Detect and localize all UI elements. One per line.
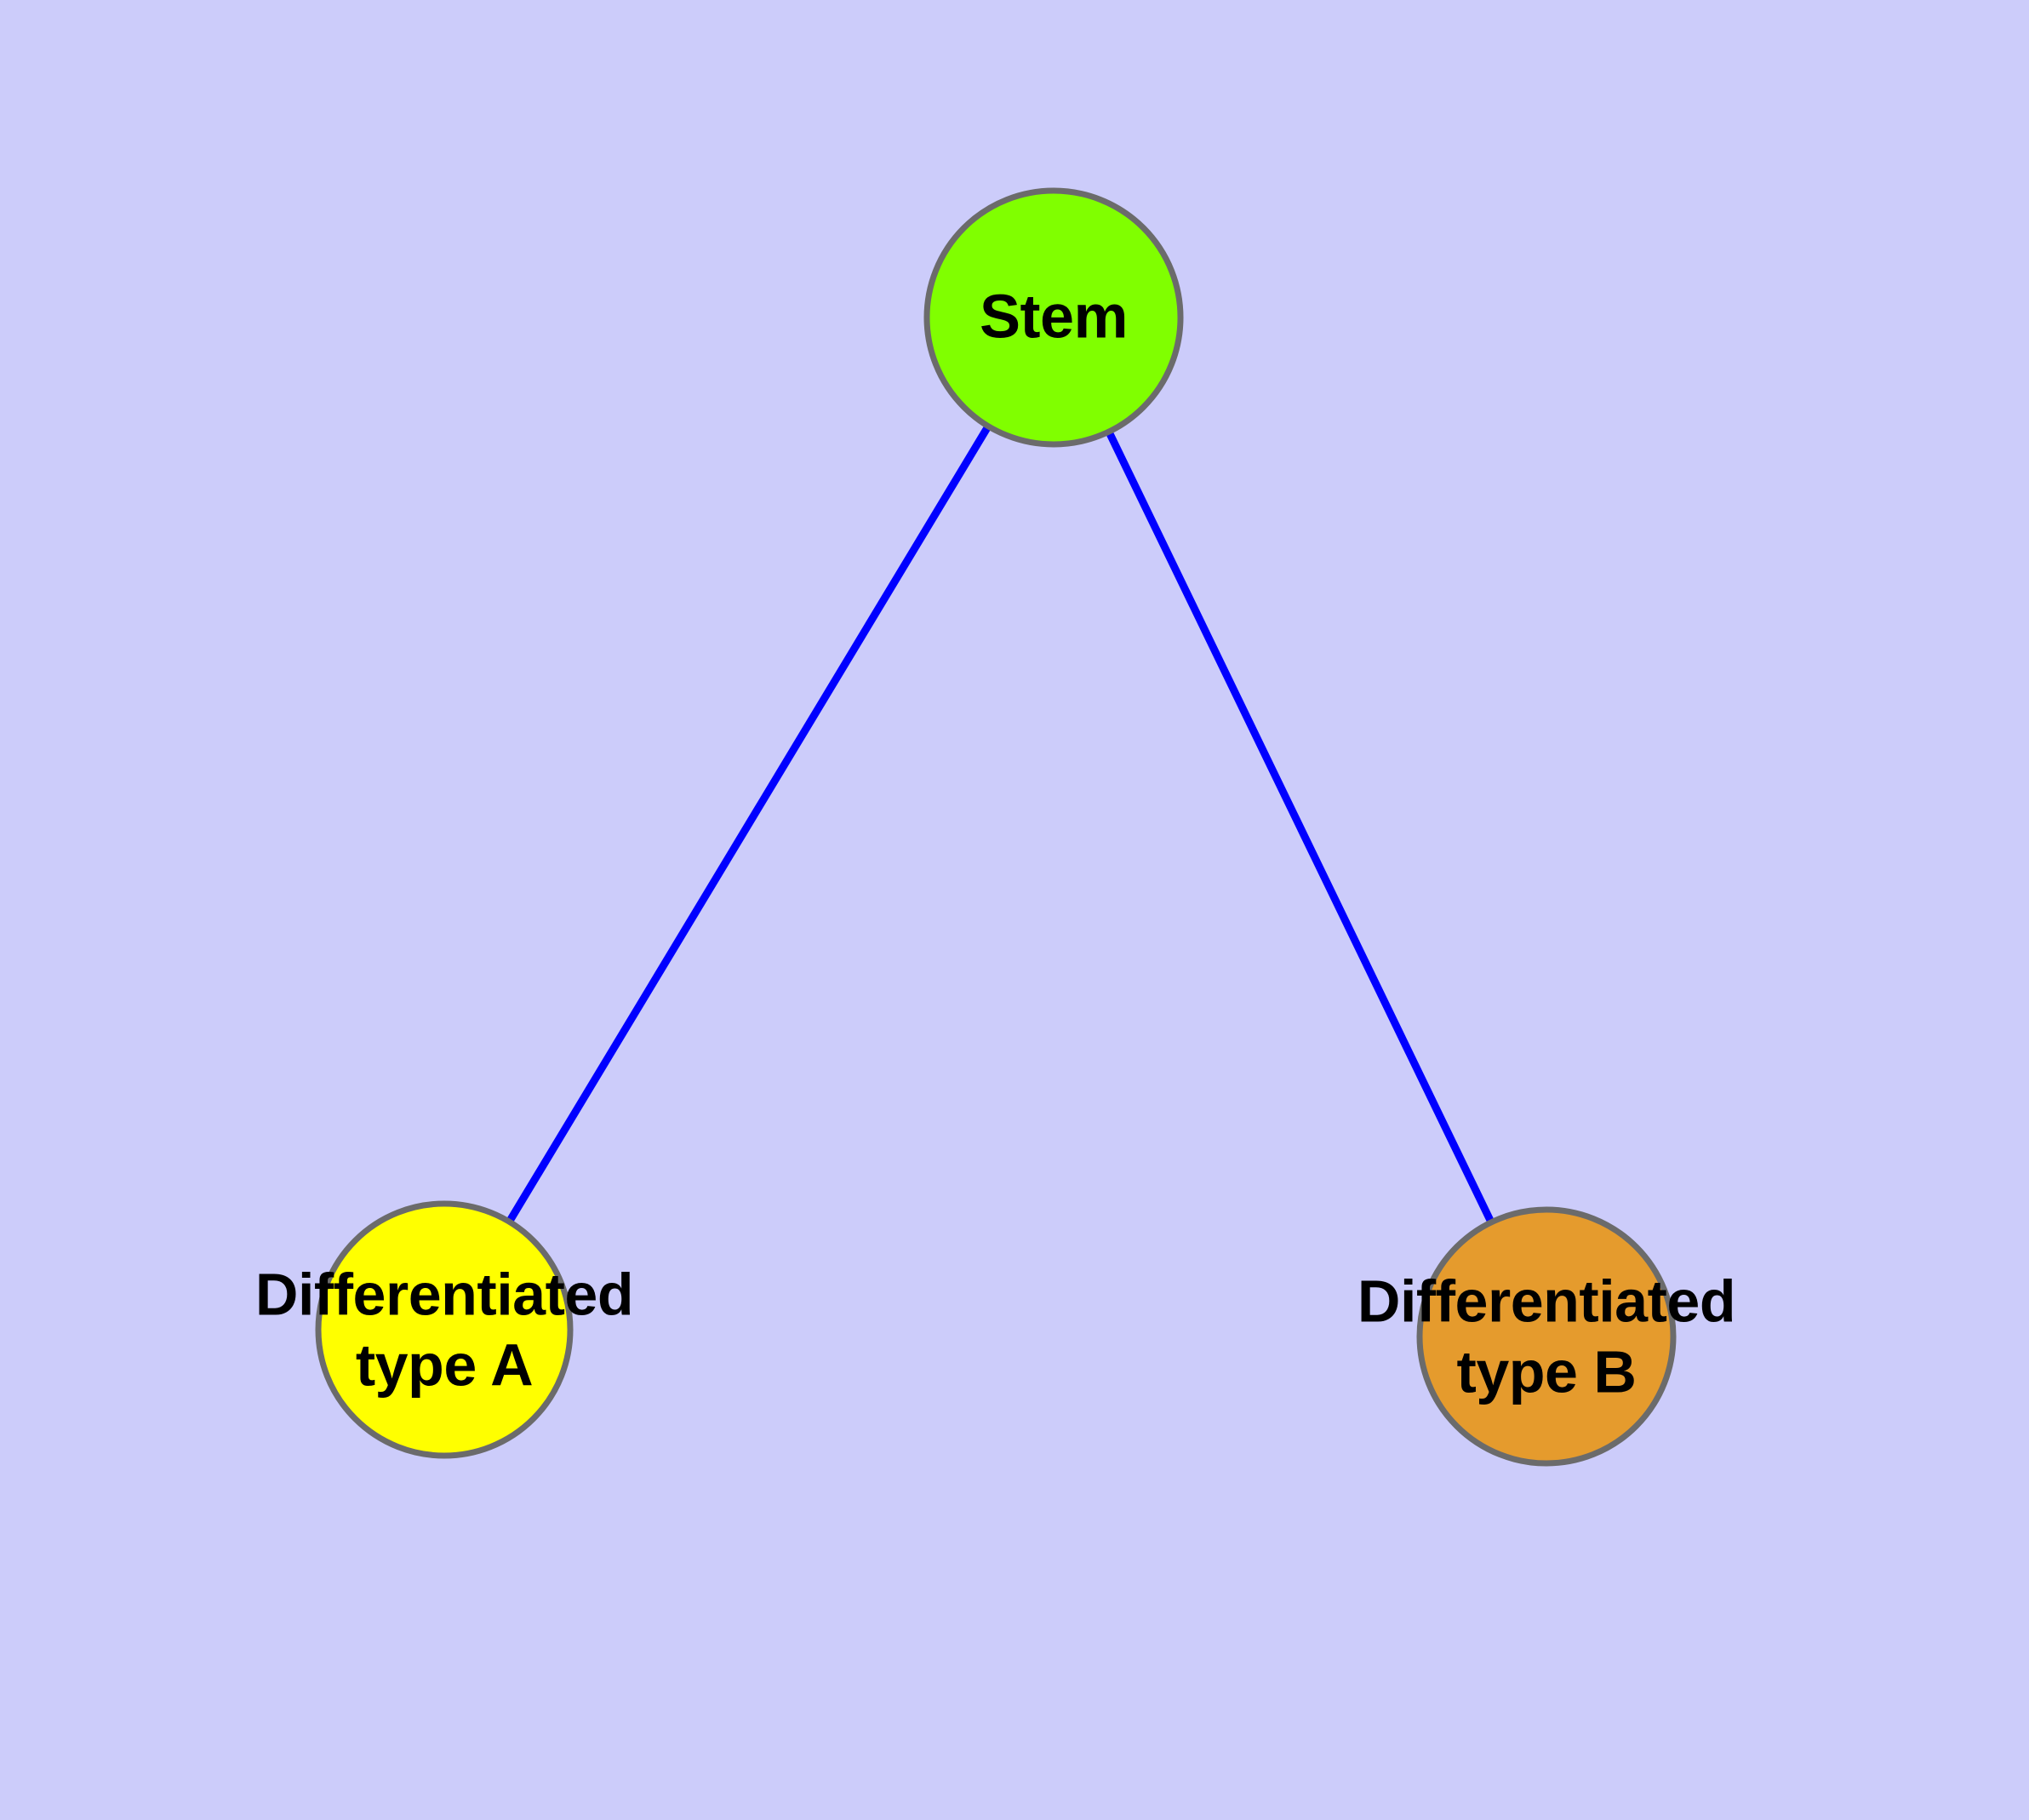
node-diff_a[interactable] <box>315 1200 574 1459</box>
edges-layer <box>505 422 1496 1226</box>
nodes-layer <box>315 187 1677 1467</box>
edge-stem-to-a <box>505 422 993 1226</box>
edge-stem-to-b <box>1104 428 1496 1226</box>
node-diff_b[interactable] <box>1416 1206 1677 1467</box>
node-stem[interactable] <box>923 187 1184 448</box>
